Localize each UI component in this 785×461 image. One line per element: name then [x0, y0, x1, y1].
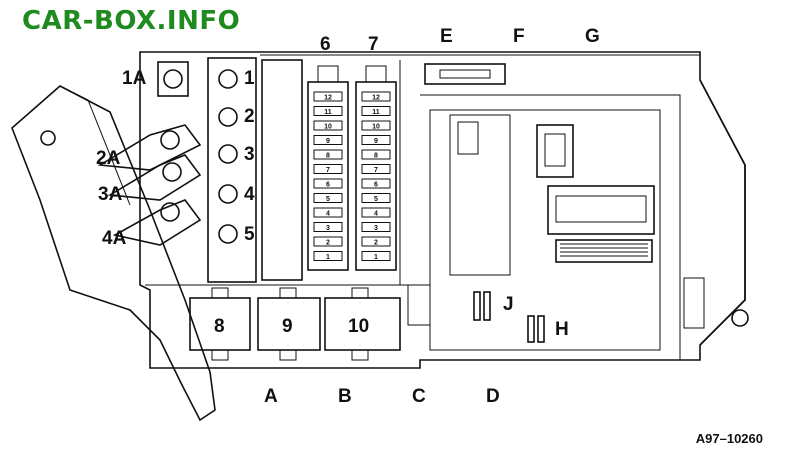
- bolt-label-1a: 1A: [122, 68, 147, 89]
- fuse-slot: [313, 164, 343, 174]
- fuse-number: 8: [326, 153, 330, 160]
- right-connectors: [424, 63, 655, 343]
- connector-label-j: J: [503, 294, 514, 315]
- fuse-slot: [313, 193, 343, 203]
- connector-label-f: F: [513, 26, 525, 47]
- connector-label-d: D: [486, 386, 500, 407]
- bolt-posts: [97, 61, 202, 246]
- fuse-number: 9: [374, 138, 378, 145]
- terminal-label-5: 5: [244, 224, 255, 245]
- fuse-number: 2: [326, 240, 330, 247]
- fuse-slot: [313, 120, 343, 131]
- fuse-slot: [313, 236, 343, 247]
- relay-label-8: 8: [214, 316, 225, 337]
- fuse-slot: [313, 135, 343, 145]
- fuse-slot: [313, 207, 343, 218]
- connector-labels-bottom: A B C D: [264, 386, 500, 407]
- connector-label-e: E: [440, 26, 453, 47]
- fuse-slot: [313, 222, 343, 232]
- connector-label-c: C: [412, 386, 426, 407]
- fuse-number: 11: [324, 109, 332, 116]
- fuse-slot: [361, 236, 391, 247]
- fuse-number: 12: [372, 95, 380, 102]
- fuse-slot: [313, 106, 343, 116]
- fuse-column-7: 12 11 10 9 8 7 6 5 4 3 2 1: [361, 91, 391, 261]
- fuse-number: 4: [374, 211, 378, 218]
- fuse-slot: [361, 91, 391, 102]
- fuse-column-label-7: 7: [368, 34, 379, 55]
- fuse-number: 3: [326, 225, 330, 232]
- fuse-number: 3: [374, 225, 378, 232]
- fuse-slot: [361, 149, 391, 160]
- terminal-label-2: 2: [244, 106, 255, 127]
- figure-reference: A97–10260: [695, 431, 763, 446]
- fuse-number: 4: [326, 211, 330, 218]
- fuse-number: 1: [326, 254, 330, 261]
- relay-labels: 8 9 10: [214, 316, 369, 337]
- bolt-label-3a: 3A: [98, 184, 123, 205]
- fuse-number: 7: [326, 167, 330, 174]
- fuse-number: 11: [372, 109, 380, 116]
- fuse-slot: [361, 207, 391, 218]
- connector-label-h: H: [555, 319, 569, 340]
- fuse-number: 9: [326, 138, 330, 145]
- connector-labels-top: E F G: [440, 26, 600, 47]
- fuse-number: 6: [326, 182, 330, 189]
- fuse-number: 10: [372, 124, 380, 131]
- left-bracket: [11, 85, 216, 422]
- terminal-label-1: 1: [244, 68, 255, 89]
- bolt-labels: 1A 2A 3A 4A: [96, 68, 147, 249]
- fuse-number: 7: [374, 167, 378, 174]
- fuse-slot: [361, 164, 391, 174]
- fuse-slot: [313, 149, 343, 160]
- relay-label-10: 10: [348, 316, 369, 337]
- fuse-column-label-6: 6: [320, 34, 331, 55]
- fuse-number: 6: [374, 182, 378, 189]
- fuse-number: 8: [374, 153, 378, 160]
- terminal-label-4: 4: [244, 184, 255, 205]
- right-labels: J H: [503, 294, 569, 340]
- fuse-slot: [361, 178, 391, 189]
- fuse-slot: [361, 135, 391, 145]
- housing: [139, 51, 749, 369]
- fuse-number: 1: [374, 254, 378, 261]
- connector-label-a: A: [264, 386, 278, 407]
- fuse-number: 10: [324, 124, 332, 131]
- fuse-slot: [313, 251, 343, 261]
- fuse-slot: [313, 91, 343, 102]
- fuse-column-6: 12 11 10 9 8 7 6 5 4 3 2 1: [313, 91, 343, 261]
- bolt-label-4a: 4A: [102, 228, 127, 249]
- fuse-columns: 12 11 10 9 8 7 6 5 4 3 2 1 12 11 10 9 8 7 6 5 4 3 2 1: [261, 59, 397, 281]
- terminal-labels: 1 2 3 4 5: [244, 68, 255, 245]
- fuse-number: 2: [374, 240, 378, 247]
- fuse-number: 5: [374, 196, 378, 203]
- fuse-column-labels: 6 7: [320, 34, 379, 55]
- fuse-slot: [361, 120, 391, 131]
- watermark-logo: CAR-BOX.INFO: [22, 6, 241, 36]
- relay-sockets: [189, 284, 431, 361]
- bolt-label-2a: 2A: [96, 148, 121, 169]
- connector-label-g: G: [585, 26, 600, 47]
- fuse-slot: [361, 106, 391, 116]
- fuse-slot: [361, 251, 391, 261]
- terminal-column: [207, 57, 257, 283]
- fuse-number: 5: [326, 196, 330, 203]
- terminal-label-3: 3: [244, 144, 255, 165]
- fuse-slot: [361, 193, 391, 203]
- fuse-number: 12: [324, 95, 332, 102]
- fuse-slot: [361, 222, 391, 232]
- fuse-slot: [313, 178, 343, 189]
- relay-label-9: 9: [282, 316, 293, 337]
- connector-label-b: B: [338, 386, 352, 407]
